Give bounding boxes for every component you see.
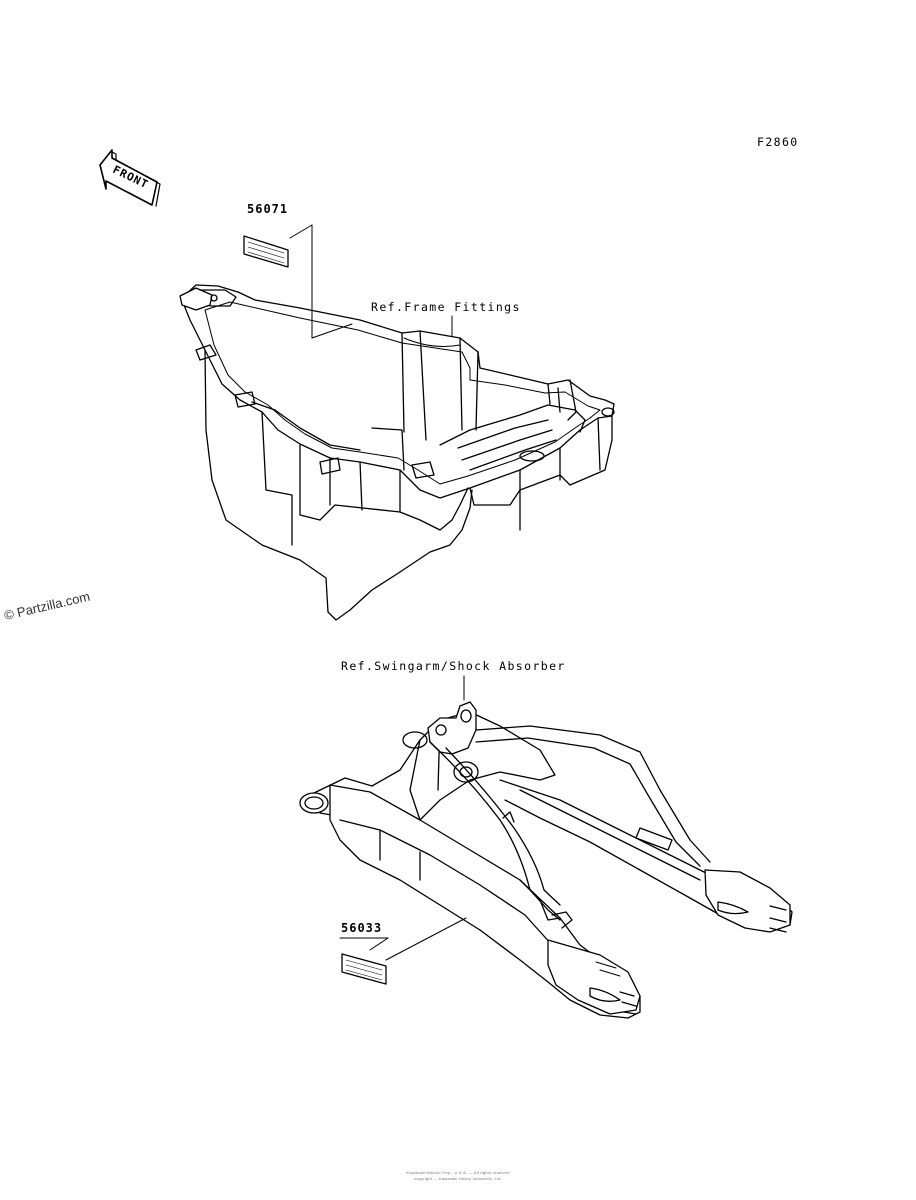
part-number-56071[interactable]: 56071 [247,202,289,216]
frame-fittings-drawing [179,284,615,621]
footer-line-1: Kawasaki Motors Corp., U.S.A. — All righ… [406,1170,510,1175]
figure-code: F2860 [757,135,799,149]
leader-56033 [339,917,467,961]
part-number-56033[interactable]: 56033 [341,921,383,935]
footer-line-2: copyright — Kawasaki Heavy Industries, L… [414,1176,502,1181]
leader-56071 [289,224,353,339]
decal-56071-icon [243,235,289,268]
swingarm-drawing [299,701,793,1019]
ref-frame-fittings[interactable]: Ref.Frame Fittings [371,300,521,314]
front-arrow-icon: FRONT [99,149,161,207]
decal-56033-icon [341,953,387,985]
ref-swingarm-shock-absorber[interactable]: Ref.Swingarm/Shock Absorber [341,659,566,673]
